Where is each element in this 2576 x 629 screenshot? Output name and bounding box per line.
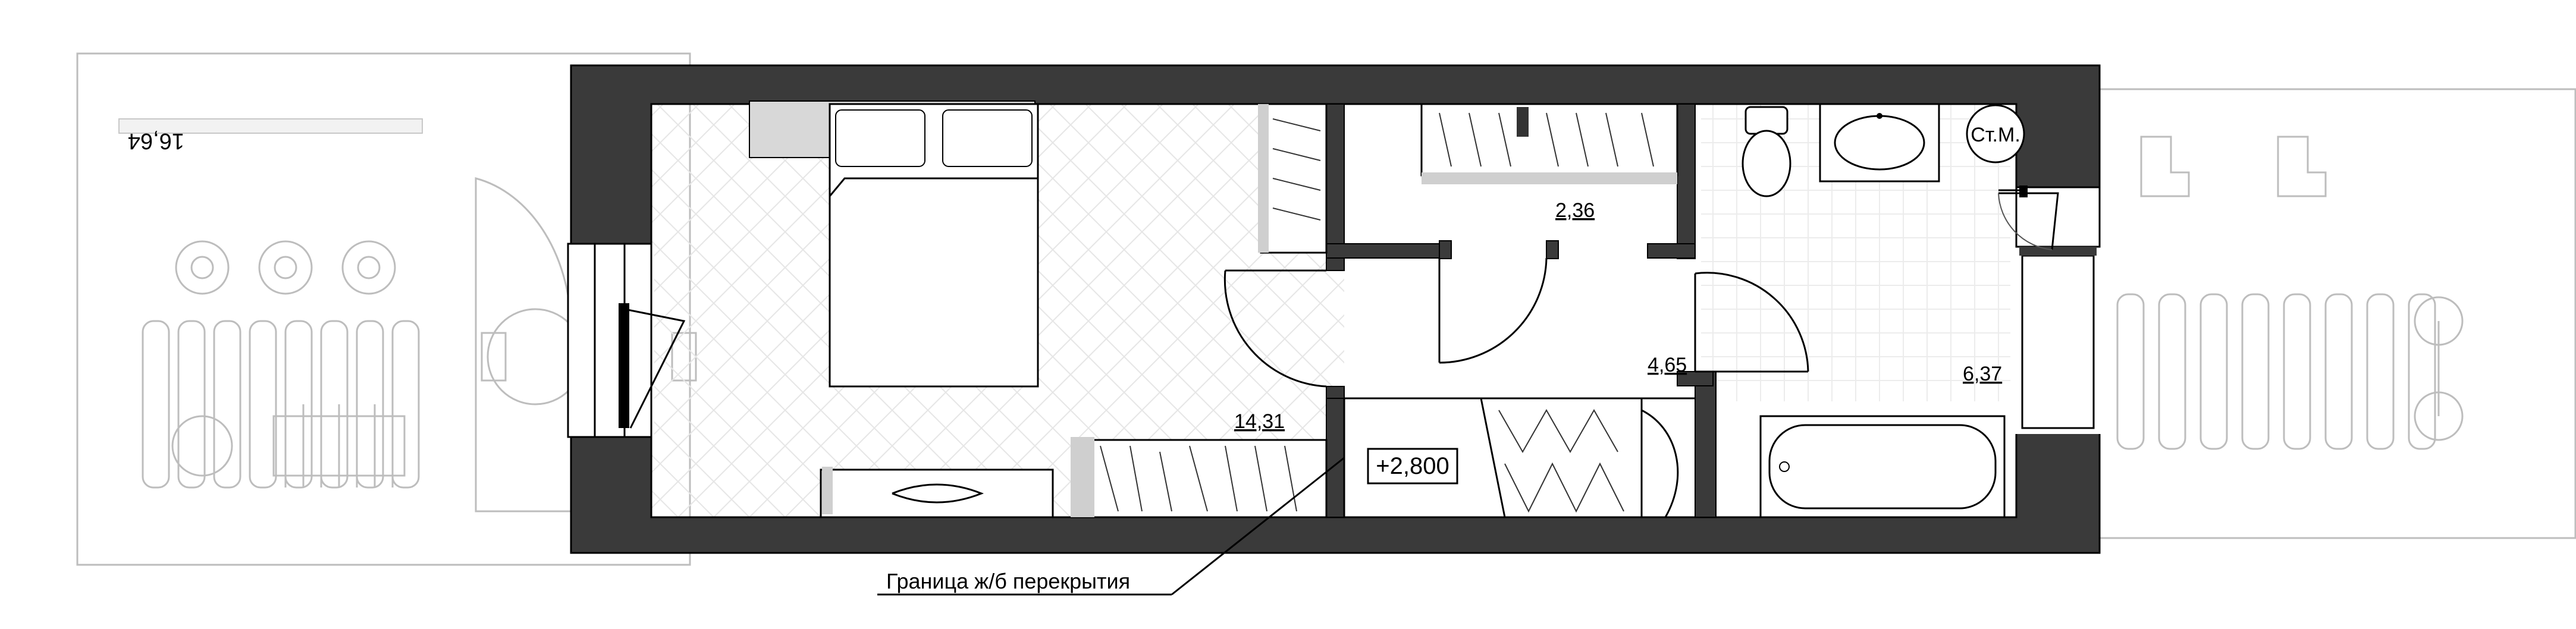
bathroom-door — [1694, 272, 1809, 373]
grill-icon — [272, 404, 406, 488]
right-window — [1998, 186, 2101, 429]
bathtub-icon — [1759, 415, 2006, 518]
interior-walls — [1326, 103, 1717, 518]
toilet-icon — [1742, 106, 1791, 197]
bicycle-icon — [2414, 296, 2464, 441]
slab-boundary-callout: Граница ж/б перекрытия — [877, 457, 1345, 596]
washing-machine-icon: Ст.М. — [1966, 104, 2025, 163]
wardrobe-top-shelf — [1420, 103, 1678, 184]
wardrobe-left-shelf — [1258, 103, 1328, 254]
bedroom-door — [1223, 269, 1327, 388]
radiator-icon — [1998, 185, 2028, 197]
staircase-icon — [1480, 397, 1679, 518]
level-mark: +2,800 — [1367, 448, 1458, 485]
round-table-icon — [171, 415, 233, 477]
mirrored-dimension: 16,64 — [128, 128, 184, 153]
left-window — [567, 243, 686, 438]
left-terrace: 16,64 — [76, 52, 697, 566]
deck-chair-icons — [142, 320, 420, 489]
bench-icon — [820, 467, 1054, 518]
hall-area: 4,65 — [1648, 354, 1687, 376]
slab-boundary-label: Граница ж/б перекрытия — [886, 569, 1130, 593]
planter-icons — [175, 240, 396, 295]
wardrobe-area: 2,36 — [1555, 199, 1595, 222]
outdoor-chair-icons — [2140, 136, 2327, 197]
lounger-icons — [2116, 293, 2436, 450]
washing-machine-label: Ст.М. — [1971, 124, 2020, 146]
right-terrace — [2098, 88, 2576, 539]
bathroom-area: 6,37 — [1963, 363, 2002, 385]
wardrobe-door — [1438, 257, 1548, 364]
bedroom-area: 14,31 — [1234, 410, 1285, 433]
wardrobe-bedroom-icon — [1071, 437, 1328, 518]
sink-icon — [1819, 103, 1940, 183]
bed-icon — [749, 100, 1039, 388]
level-mark-text: +2,800 — [1376, 453, 1449, 479]
